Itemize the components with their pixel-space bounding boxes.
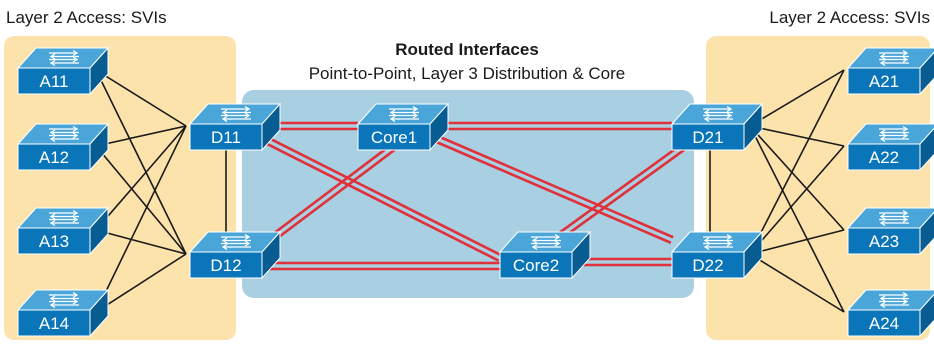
switch-a13: A13 — [16, 206, 110, 256]
switch-label-a11: A11 — [40, 72, 69, 91]
switch-front-face — [671, 123, 745, 151]
routed-link-d12-core1-b — [259, 138, 399, 245]
left-access-heading: Layer 2 Access: SVIs — [6, 8, 167, 27]
switch-front-face — [671, 251, 745, 279]
trunk-link-a22-d21 — [749, 125, 845, 147]
switch-arrows-icon — [703, 233, 733, 251]
switch-label-a12: A12 — [39, 148, 69, 167]
switch-d12: D12 — [188, 230, 282, 280]
switch-label-core2: Core2 — [513, 256, 559, 275]
switch-d11: D11 — [188, 102, 282, 152]
switch-label-d11: D11 — [211, 128, 241, 147]
routed-link-core1-d22-a — [428, 137, 672, 244]
trunk-link-a14-d12 — [95, 253, 187, 313]
trunk-link-a21-d21 — [749, 69, 845, 127]
switch-arrows-icon — [221, 105, 251, 123]
switch-label-a14: A14 — [39, 314, 69, 333]
trunk-link-a21-d22 — [749, 69, 845, 255]
switch-arrows-icon — [879, 125, 909, 143]
routed-link-core2-d21-a — [560, 143, 693, 240]
switch-arrows-icon — [879, 209, 909, 227]
switch-label-d12: D12 — [210, 256, 241, 275]
switch-a21: A21 — [846, 47, 934, 96]
switch-label-a24: A24 — [869, 314, 899, 333]
routed-interfaces-subtitle: Point-to-Point, Layer 3 Distribution & C… — [308, 64, 626, 83]
switch-front-face — [847, 67, 921, 95]
routed-link-d11-core2-a — [260, 139, 500, 262]
trunk-link-a11-d12 — [95, 69, 187, 255]
switch-front-face — [189, 251, 263, 279]
switch-label-a23: A23 — [869, 232, 899, 251]
switch-label-a13: A13 — [39, 232, 69, 251]
switch-core2: Core2 — [498, 230, 592, 280]
routed-link-d11-core2-b — [262, 134, 502, 257]
switch-a12: A12 — [16, 122, 110, 172]
routed-link-d12-core1-a — [263, 143, 403, 250]
switch-front-face — [847, 309, 921, 337]
switch-arrows-icon — [49, 125, 79, 143]
switch-arrows-icon — [703, 105, 733, 123]
switch-a23: A23 — [846, 207, 934, 256]
switch-front-face — [499, 251, 573, 279]
switch-arrows-icon — [49, 291, 79, 309]
switch-d21: D21 — [670, 102, 764, 152]
switch-label-d21: D21 — [692, 128, 723, 147]
switch-a24: A24 — [846, 289, 934, 338]
trunk-link-a24-d22 — [749, 253, 845, 313]
switch-front-face — [357, 123, 431, 151]
switch-front-face — [17, 227, 91, 255]
switch-label-a22: A22 — [869, 148, 899, 167]
switch-label-d22: D22 — [692, 256, 723, 275]
trunk-link-a13-d11 — [95, 125, 187, 231]
switch-d22: D22 — [670, 230, 764, 280]
switch-front-face — [17, 309, 91, 337]
switch-arrows-icon — [531, 233, 561, 251]
switch-front-face — [847, 143, 921, 171]
switch-front-face — [17, 67, 91, 95]
switch-a22: A22 — [846, 123, 934, 172]
switch-front-face — [847, 227, 921, 255]
switch-core1: Core1 — [356, 102, 450, 152]
switch-a11: A11 — [16, 46, 110, 96]
switch-arrows-icon — [49, 49, 79, 67]
trunk-link-a23-d22 — [749, 229, 845, 255]
switch-arrows-icon — [221, 233, 251, 251]
trunk-link-a13-d12 — [95, 229, 187, 255]
left-access-zone — [4, 36, 236, 340]
trunk-link-a11-d11 — [95, 69, 187, 127]
switch-arrows-icon — [389, 105, 419, 123]
switch-front-face — [17, 143, 91, 171]
trunk-link-a22-d22 — [749, 145, 845, 255]
switch-arrows-icon — [879, 49, 909, 67]
trunk-link-a23-d21 — [749, 125, 845, 231]
switch-front-face — [189, 123, 263, 151]
trunk-link-a14-d11 — [95, 125, 187, 313]
trunk-link-a24-d21 — [749, 125, 845, 313]
routed-link-core1-d22-b — [430, 132, 674, 239]
trunk-link-a12-d11 — [95, 125, 187, 147]
routed-link-core2-d21-b — [557, 138, 690, 235]
switch-label-core1: Core1 — [371, 128, 417, 147]
switch-a14: A14 — [16, 288, 110, 338]
right-access-heading: Layer 2 Access: SVIs — [769, 8, 930, 27]
switch-arrows-icon — [879, 291, 909, 309]
routed-interfaces-title: Routed Interfaces — [395, 40, 539, 59]
switch-arrows-icon — [49, 209, 79, 227]
trunk-link-a12-d12 — [95, 145, 187, 255]
routed-core-zone — [242, 90, 694, 298]
switch-label-a21: A21 — [869, 72, 899, 91]
